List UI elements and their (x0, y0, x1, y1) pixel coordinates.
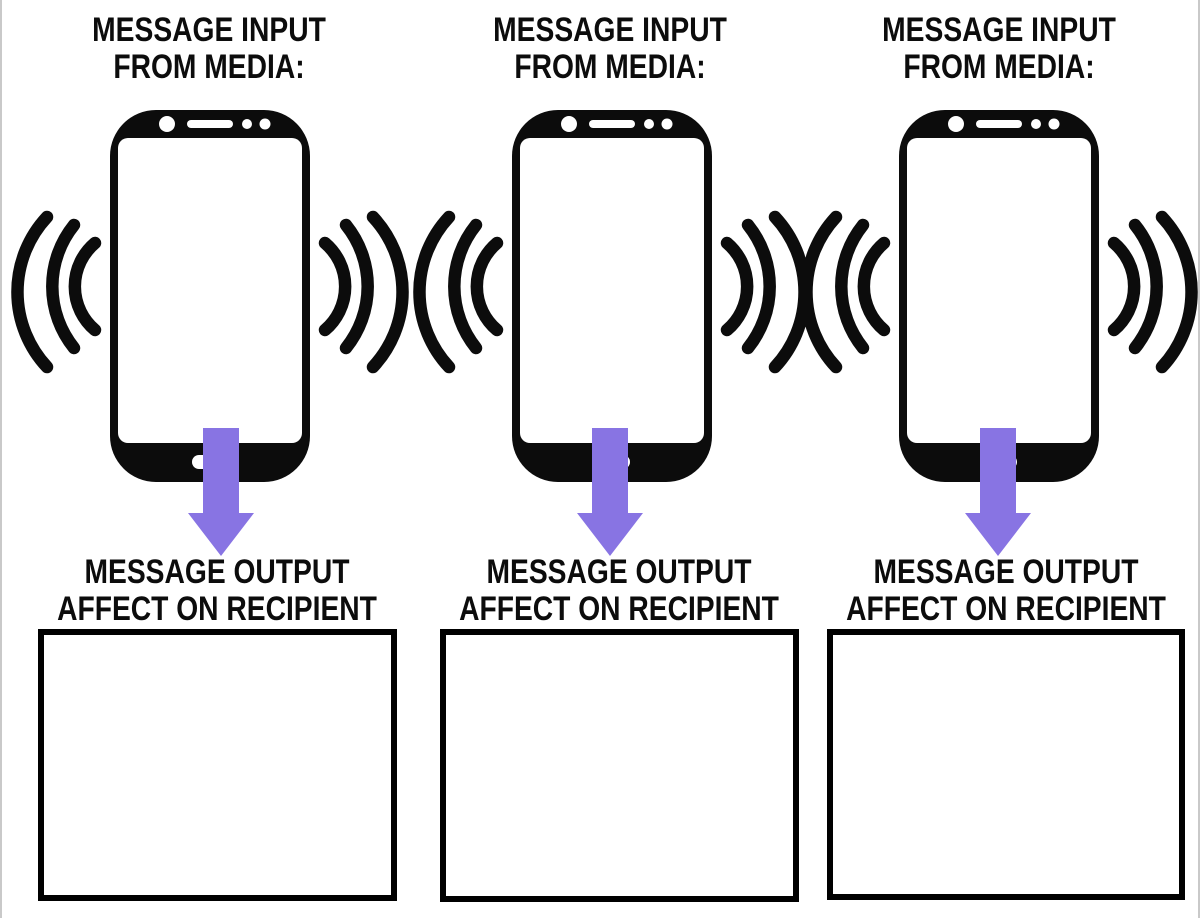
output-heading-line1: MESSAGE OUTPUT (84, 553, 350, 591)
phone-icon (110, 110, 310, 482)
output-response-box[interactable] (38, 629, 397, 901)
sensor-dot-icon (1048, 118, 1060, 130)
phone-icon (899, 110, 1099, 482)
phone-screen (907, 138, 1091, 443)
right-vibration-waves-icon (1107, 210, 1198, 374)
phone-screen (118, 138, 302, 443)
sensor-dot-icon (661, 118, 673, 130)
speaker-slot-icon (976, 120, 1022, 128)
down-arrow-icon (577, 428, 643, 556)
output-response-box[interactable] (827, 629, 1185, 900)
output-heading-line2: AFFECT ON RECIPIENT (57, 590, 377, 628)
right-vibration-waves-icon (318, 210, 409, 374)
camera-dot-icon (159, 116, 175, 132)
phone-icon (512, 110, 712, 482)
left-vibration-waves-icon (413, 210, 504, 374)
right-vibration-waves-icon (720, 210, 811, 374)
output-heading: MESSAGE OUTPUT AFFECT ON RECIPIENT (453, 554, 785, 628)
input-heading-line1: MESSAGE INPUT (882, 11, 1116, 49)
output-heading-line1: MESSAGE OUTPUT (486, 553, 752, 591)
camera-dot-icon (561, 116, 577, 132)
speaker-slot-icon (187, 120, 233, 128)
sensor-dot-icon (259, 118, 271, 130)
down-arrow-icon (188, 428, 254, 556)
vibrating-phone-icon (11, 105, 409, 485)
input-heading: MESSAGE INPUT FROM MEDIA: (833, 12, 1165, 86)
camera-dot-icon (948, 116, 964, 132)
input-heading: MESSAGE INPUT FROM MEDIA: (43, 12, 375, 86)
input-heading-line2: FROM MEDIA: (903, 48, 1095, 86)
output-heading-line2: AFFECT ON RECIPIENT (846, 590, 1166, 628)
input-heading: MESSAGE INPUT FROM MEDIA: (444, 12, 776, 86)
output-heading-line1: MESSAGE OUTPUT (873, 553, 1139, 591)
input-heading-line1: MESSAGE INPUT (92, 11, 326, 49)
output-heading-line2: AFFECT ON RECIPIENT (459, 590, 779, 628)
sensor-dot-icon (1031, 119, 1041, 129)
down-arrow-icon (965, 428, 1031, 556)
output-response-box[interactable] (440, 629, 799, 902)
left-vibration-waves-icon (11, 210, 102, 374)
left-vibration-waves-icon (800, 210, 891, 374)
output-heading: MESSAGE OUTPUT AFFECT ON RECIPIENT (51, 554, 383, 628)
input-heading-line2: FROM MEDIA: (514, 48, 706, 86)
input-heading-line2: FROM MEDIA: (113, 48, 305, 86)
vibrating-phone-icon (800, 105, 1198, 485)
input-heading-line1: MESSAGE INPUT (493, 11, 727, 49)
speaker-slot-icon (589, 120, 635, 128)
output-heading: MESSAGE OUTPUT AFFECT ON RECIPIENT (840, 554, 1172, 628)
phone-screen (520, 138, 704, 443)
sensor-dot-icon (644, 119, 654, 129)
vibrating-phone-icon (413, 105, 811, 485)
sensor-dot-icon (242, 119, 252, 129)
